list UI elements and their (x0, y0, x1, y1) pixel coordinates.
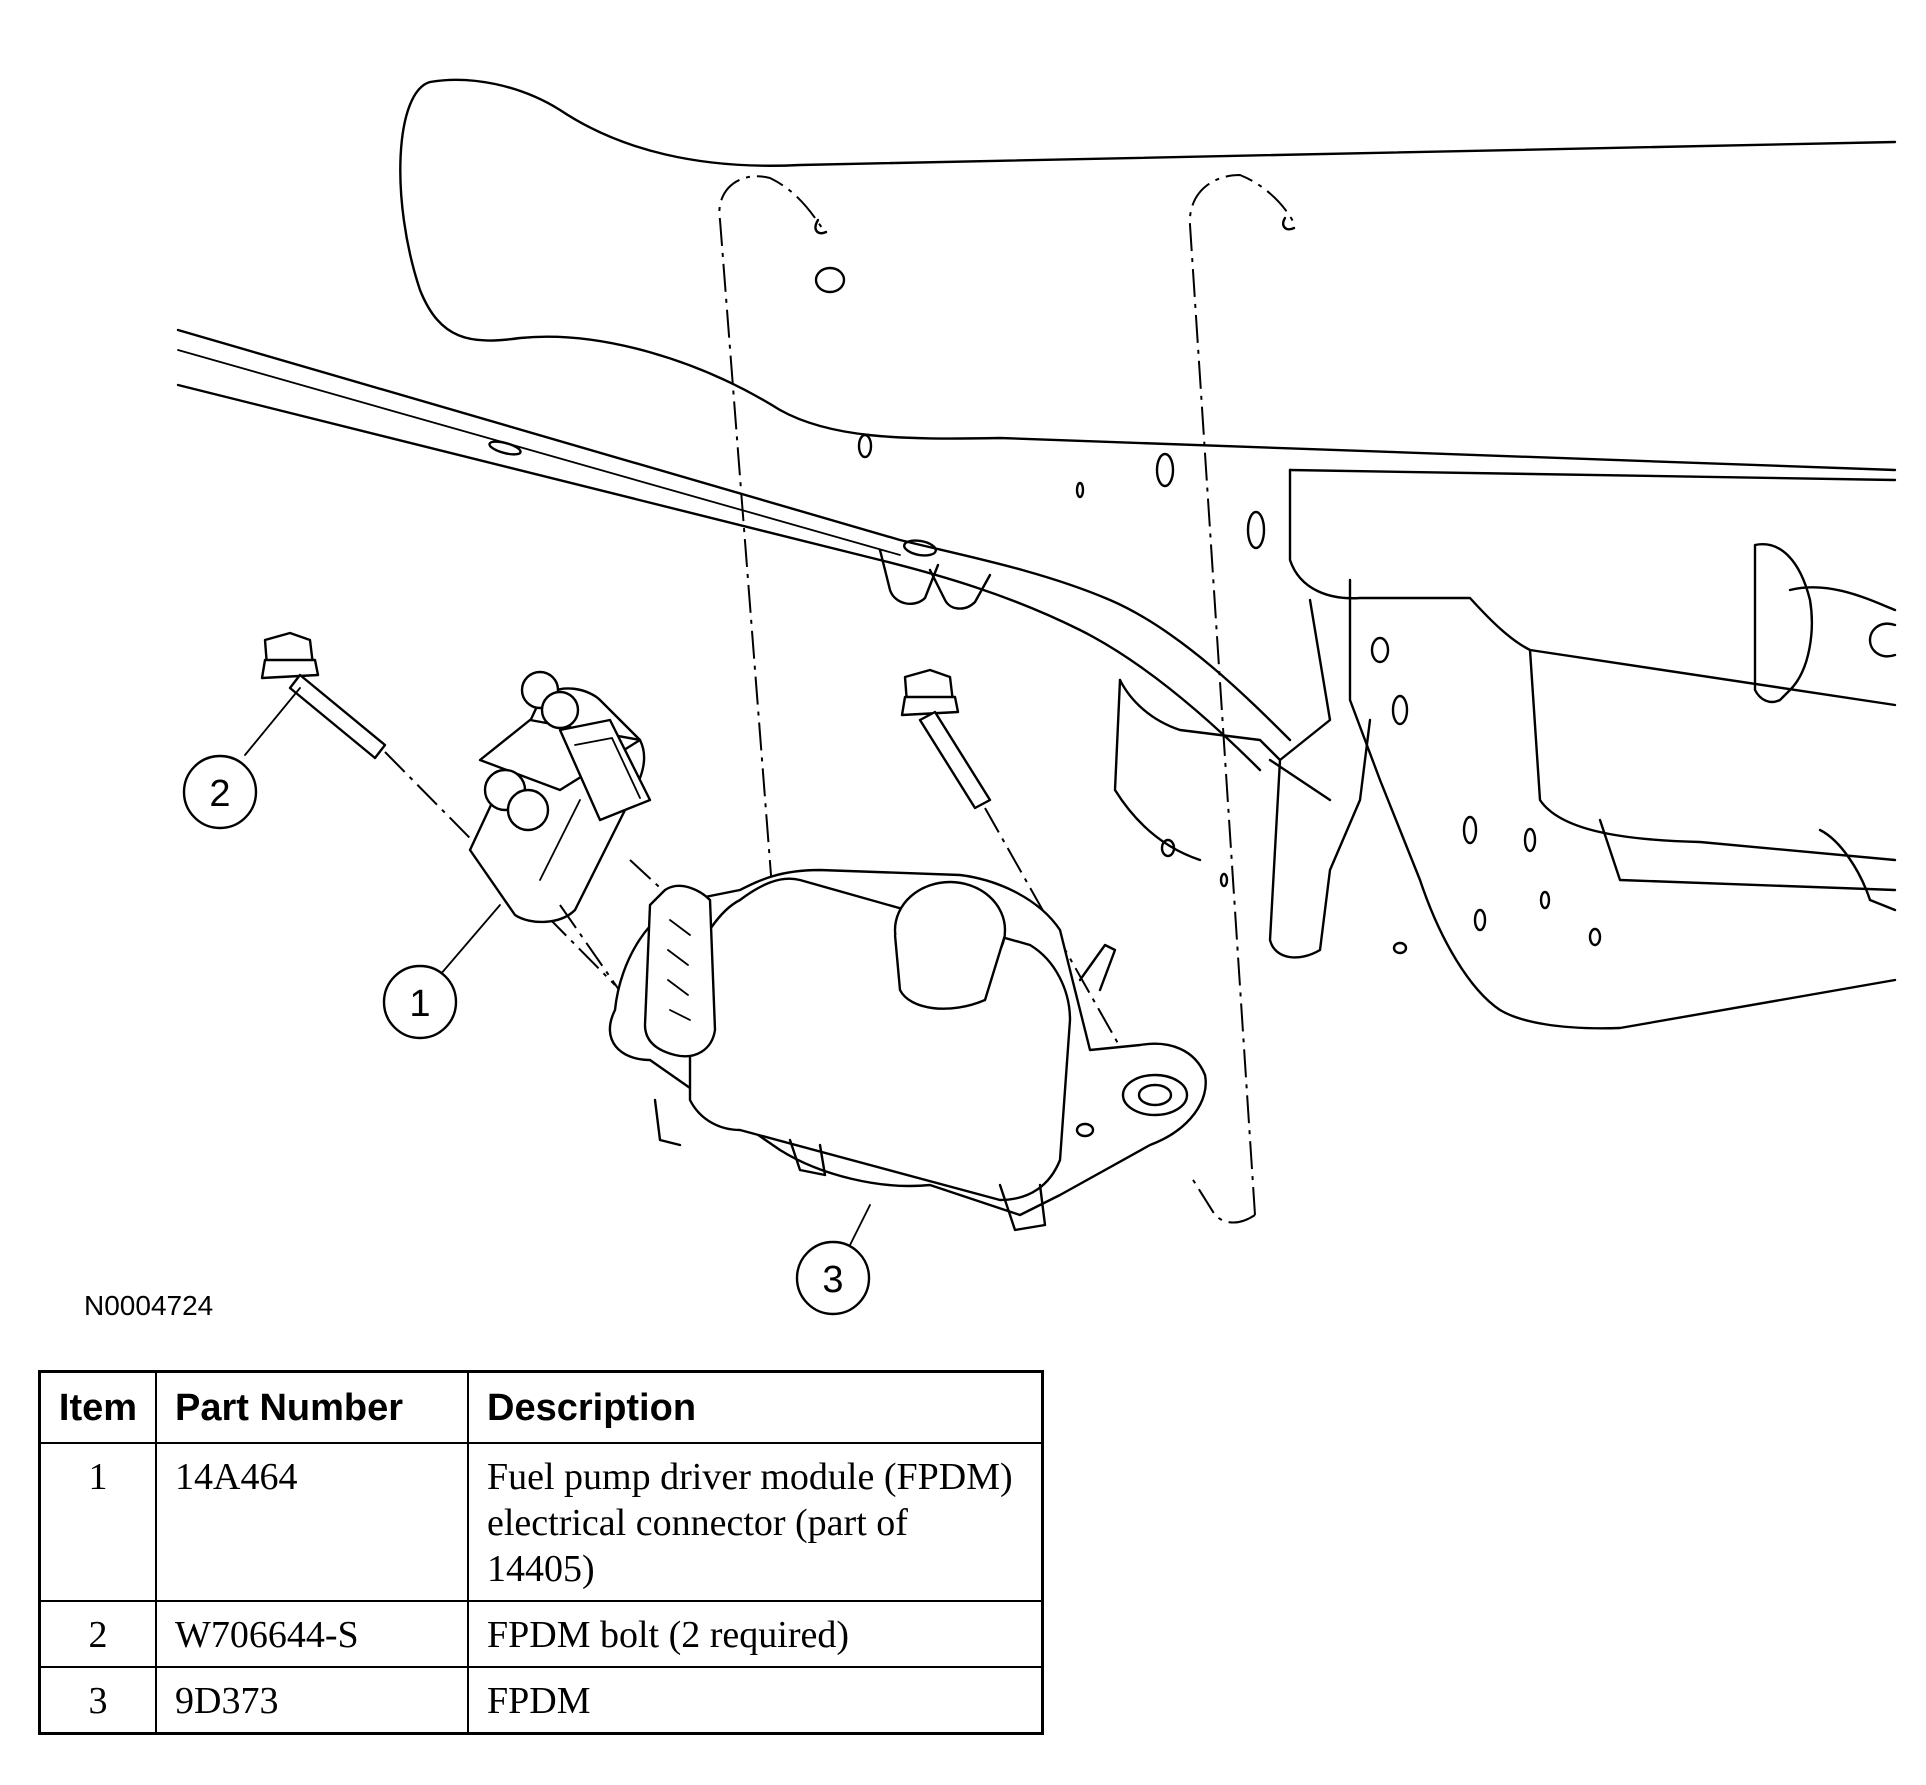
fpdm-bolt-right (900, 668, 1151, 1101)
callout-1: 1 (382, 964, 458, 1040)
cell-item: 1 (38, 1442, 157, 1602)
frame-rail-bracket (857, 433, 1897, 1030)
fpdm-module (608, 868, 1207, 1232)
cell-item: 2 (38, 1600, 157, 1668)
header-description: Description (467, 1370, 1044, 1444)
callout-2: 2 (182, 754, 258, 830)
cell-part-number: 9D373 (155, 1666, 469, 1735)
cell-description: FPDM bolt (2 required) (467, 1600, 1044, 1668)
svg-text:2: 2 (209, 773, 230, 815)
frame-crossmember (176, 78, 1897, 772)
cell-part-number: W706644-S (155, 1600, 469, 1668)
header-part-number: Part Number (155, 1370, 469, 1444)
callout-3-leader (849, 1204, 871, 1246)
table-row: 1 14A464 Fuel pump driver module (FPDM) … (38, 1442, 1044, 1602)
svg-text:3: 3 (822, 1259, 843, 1301)
parts-table: Item Part Number Description 1 14A464 Fu… (38, 1370, 1044, 1735)
svg-text:1: 1 (409, 983, 430, 1025)
fpdm-installation-illustration: 1 2 3 N0004724 (84, 78, 1897, 1320)
cell-description: Fuel pump driver module (FPDM) electrica… (467, 1442, 1044, 1602)
cell-part-number: 14A464 (155, 1442, 469, 1602)
figure-id: N0004724 (84, 1290, 213, 1320)
table-row: 2 W706644-S FPDM bolt (2 required) (38, 1600, 1044, 1668)
cell-item: 3 (38, 1666, 157, 1735)
callout-3: 3 (795, 1240, 871, 1316)
callout-2-leader (244, 687, 301, 756)
header-item: Item (38, 1370, 157, 1444)
cell-description: FPDM (467, 1666, 1044, 1735)
table-row: 3 9D373 FPDM (38, 1666, 1044, 1735)
mounting-plate-outline (718, 173, 1296, 1224)
callout-1-leader (439, 904, 501, 976)
table-header-row: Item Part Number Description (38, 1370, 1044, 1444)
